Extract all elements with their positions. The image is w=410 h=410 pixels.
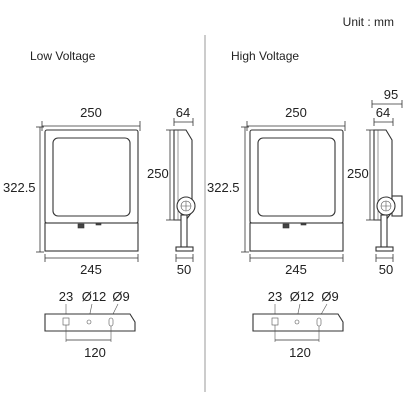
panel-title: Low Voltage	[30, 49, 96, 63]
panel-title: High Voltage	[231, 49, 299, 63]
dim-hole-d9: Ø9	[321, 289, 338, 304]
dim-hole-d12: Ø12	[290, 289, 315, 304]
dim-hole-d12: Ø12	[82, 289, 107, 304]
mounting-bracket	[249, 222, 344, 252]
dim-front-width-top: 250	[285, 105, 307, 120]
side-view	[373, 129, 403, 252]
side-bracket	[380, 214, 388, 248]
dim-side-base: 50	[379, 262, 393, 277]
pivot-knob-detail	[381, 201, 391, 211]
dim-front-height: 322.5	[3, 180, 36, 195]
dim-front-width-top: 250	[80, 105, 102, 120]
dim-side-height: 250	[147, 166, 169, 181]
fixture-lens	[52, 137, 131, 217]
front-view	[249, 129, 344, 252]
dim-hole-spacing: 120	[84, 345, 106, 360]
side-base	[375, 246, 394, 252]
dim-side-height: 250	[347, 166, 369, 181]
screw-mark	[300, 222, 307, 226]
side-view	[173, 129, 196, 252]
mounting-bracket	[44, 222, 139, 252]
cable-gland	[77, 223, 85, 229]
dim-side-depth: 64	[176, 105, 190, 120]
dim-side-base: 50	[177, 262, 191, 277]
bottom-plate	[44, 313, 136, 332]
cable-gland	[282, 223, 290, 229]
dim-hole-spacing: 120	[289, 345, 311, 360]
pivot-knob-detail	[181, 201, 191, 211]
side-bracket	[180, 214, 188, 248]
hole-d12	[86, 319, 92, 325]
fixture-lens	[257, 137, 336, 217]
front-view	[44, 129, 139, 252]
dim-hole-23: 23	[59, 289, 73, 304]
dim-side-overall-depth: 95	[384, 87, 398, 102]
panel-low-voltage: Low Voltage 250 322.5 245 64	[3, 49, 196, 360]
dim-front-width-bottom: 245	[285, 262, 307, 277]
side-base	[175, 246, 194, 252]
dim-hole-23: 23	[268, 289, 282, 304]
unit-label: Unit : mm	[343, 15, 394, 29]
hole-d12	[294, 319, 300, 325]
bottom-view	[44, 313, 136, 332]
panel-high-voltage: High Voltage 250 322.5 245 95 64	[207, 49, 403, 360]
bottom-view	[252, 313, 344, 332]
screw-mark	[95, 222, 102, 226]
dim-front-height: 322.5	[207, 180, 240, 195]
dim-hole-d9: Ø9	[112, 289, 129, 304]
bottom-plate	[252, 313, 344, 332]
dim-side-depth: 64	[376, 105, 390, 120]
dim-front-width-bottom: 245	[80, 262, 102, 277]
